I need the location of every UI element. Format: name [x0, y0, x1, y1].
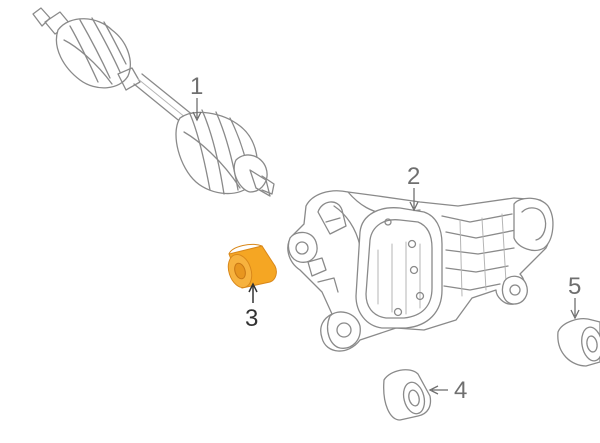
callout-2: 2: [407, 163, 420, 212]
part-5-bushing[interactable]: [557, 318, 600, 367]
callout-1-label: 1: [190, 73, 203, 100]
callout-3-label: 3: [245, 305, 258, 332]
part-2-differential[interactable]: [287, 190, 554, 352]
bushing-3-hole: [234, 262, 246, 280]
callout-5-label: 5: [568, 273, 581, 300]
part-1-axle-shaft[interactable]: [32, 7, 275, 197]
callout-4-label: 4: [454, 377, 467, 404]
callout-5: 5: [568, 273, 581, 320]
part-4-bushing[interactable]: [383, 369, 432, 421]
part-3-bushing-highlighted[interactable]: [224, 243, 277, 290]
callout-1: 1: [190, 73, 203, 122]
callout-3: 3: [245, 282, 258, 332]
callout-4: 4: [428, 377, 467, 404]
callout-2-label: 2: [407, 163, 420, 190]
